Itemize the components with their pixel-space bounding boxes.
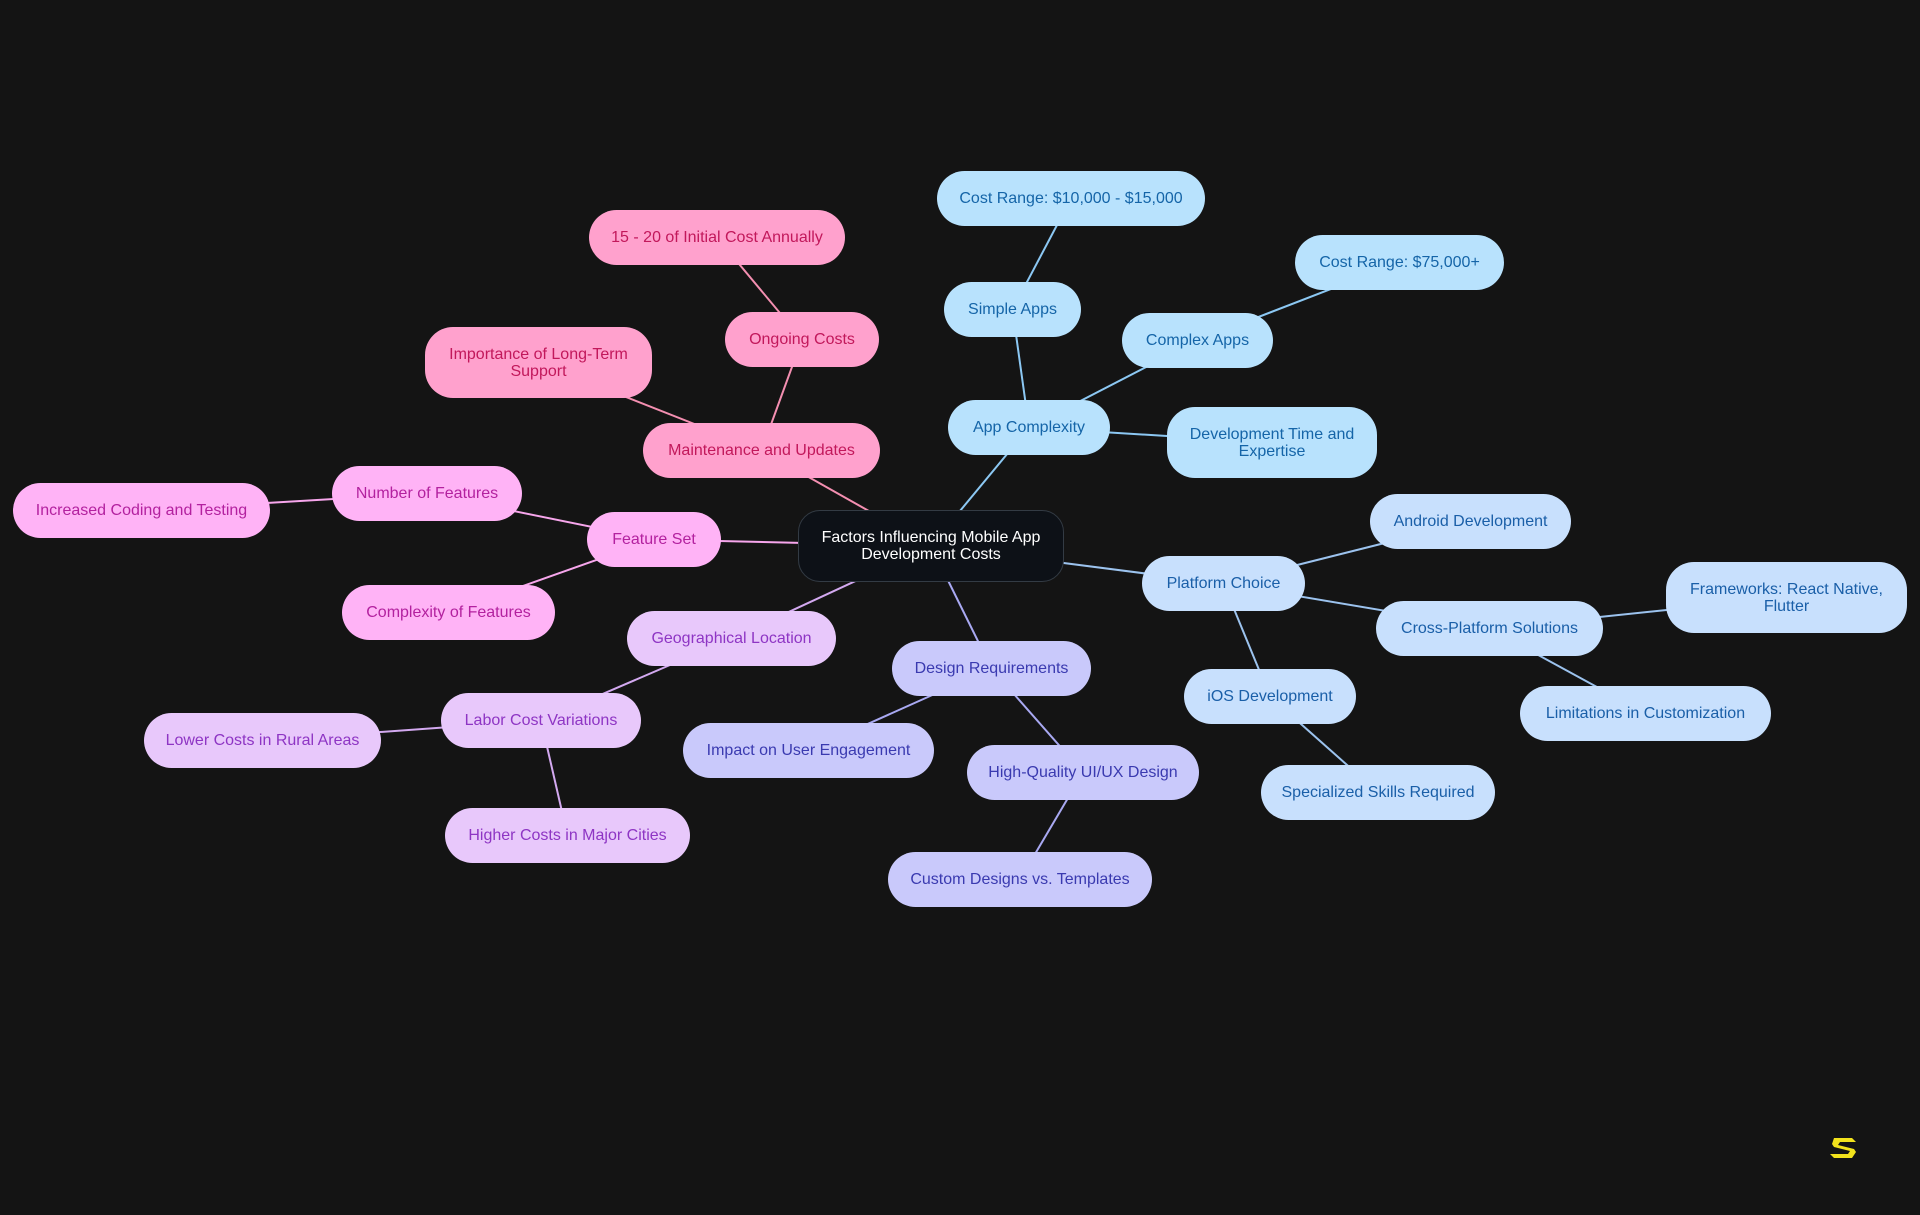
node-android: Android Development bbox=[1370, 494, 1571, 549]
node-frameworks: Frameworks: React Native, Flutter bbox=[1666, 562, 1907, 633]
node-uiux: High-Quality UI/UX Design bbox=[967, 745, 1199, 800]
node-coding-label: Increased Coding and Testing bbox=[35, 502, 248, 519]
node-limitations: Limitations in Customization bbox=[1520, 686, 1771, 741]
node-ongoing: Ongoing Costs bbox=[725, 312, 879, 367]
node-simplecost-label: Cost Range: $10,000 - $15,000 bbox=[959, 190, 1183, 207]
node-design: Design Requirements bbox=[892, 641, 1091, 696]
node-labor-label: Labor Cost Variations bbox=[464, 712, 618, 729]
node-crossplat: Cross-Platform Solutions bbox=[1376, 601, 1603, 656]
node-complexapps: Complex Apps bbox=[1122, 313, 1273, 368]
root-node: Factors Influencing Mobile App Developme… bbox=[798, 510, 1064, 582]
node-devtime-label: Development Time and Expertise bbox=[1189, 425, 1355, 460]
node-longterm-label: Importance of Long-Term Support bbox=[449, 345, 628, 380]
node-geo: Geographical Location bbox=[627, 611, 836, 666]
node-coding: Increased Coding and Testing bbox=[13, 483, 270, 538]
node-numfeat-label: Number of Features bbox=[355, 485, 499, 502]
node-feature: Feature Set bbox=[587, 512, 721, 567]
node-cities-label: Higher Costs in Major Cities bbox=[468, 827, 667, 844]
root-node-label: Factors Influencing Mobile App Developme… bbox=[821, 529, 1041, 563]
node-skills-label: Specialized Skills Required bbox=[1281, 784, 1475, 801]
node-frameworks-label: Frameworks: React Native, Flutter bbox=[1690, 580, 1883, 615]
node-pct: 15 - 20 of Initial Cost Annually bbox=[589, 210, 845, 265]
node-engagement: Impact on User Engagement bbox=[683, 723, 934, 778]
node-cities: Higher Costs in Major Cities bbox=[445, 808, 690, 863]
node-complexity-label: App Complexity bbox=[972, 419, 1086, 436]
node-complexity: App Complexity bbox=[948, 400, 1110, 455]
node-platform-label: Platform Choice bbox=[1166, 575, 1281, 592]
node-longterm: Importance of Long-Term Support bbox=[425, 327, 652, 398]
node-complexfeat: Complexity of Features bbox=[342, 585, 555, 640]
brand-logo-icon bbox=[1830, 1138, 1856, 1158]
node-numfeat: Number of Features bbox=[332, 466, 522, 521]
node-ios-label: iOS Development bbox=[1207, 688, 1333, 705]
node-custom-label: Custom Designs vs. Templates bbox=[910, 871, 1130, 888]
node-geo-label: Geographical Location bbox=[651, 630, 812, 647]
node-rural-label: Lower Costs in Rural Areas bbox=[165, 732, 360, 749]
node-crossplat-label: Cross-Platform Solutions bbox=[1401, 620, 1578, 637]
node-maintenance-label: Maintenance and Updates bbox=[668, 442, 855, 459]
node-ongoing-label: Ongoing Costs bbox=[749, 331, 855, 348]
node-complexcost-label: Cost Range: $75,000+ bbox=[1319, 254, 1480, 271]
node-engagement-label: Impact on User Engagement bbox=[706, 742, 911, 759]
node-android-label: Android Development bbox=[1393, 513, 1548, 530]
node-simplecost: Cost Range: $10,000 - $15,000 bbox=[937, 171, 1205, 226]
node-complexfeat-label: Complexity of Features bbox=[366, 604, 531, 621]
node-complexcost: Cost Range: $75,000+ bbox=[1295, 235, 1504, 290]
node-maintenance: Maintenance and Updates bbox=[643, 423, 880, 478]
node-ios: iOS Development bbox=[1184, 669, 1356, 724]
node-custom: Custom Designs vs. Templates bbox=[888, 852, 1152, 907]
node-simple: Simple Apps bbox=[944, 282, 1081, 337]
node-skills: Specialized Skills Required bbox=[1261, 765, 1495, 820]
node-design-label: Design Requirements bbox=[914, 660, 1069, 677]
node-devtime: Development Time and Expertise bbox=[1167, 407, 1377, 478]
node-uiux-label: High-Quality UI/UX Design bbox=[988, 764, 1178, 781]
node-feature-label: Feature Set bbox=[612, 531, 696, 548]
node-rural: Lower Costs in Rural Areas bbox=[144, 713, 381, 768]
node-complexapps-label: Complex Apps bbox=[1145, 332, 1250, 349]
node-platform: Platform Choice bbox=[1142, 556, 1305, 611]
node-limitations-label: Limitations in Customization bbox=[1545, 705, 1746, 722]
node-pct-label: 15 - 20 of Initial Cost Annually bbox=[611, 229, 823, 246]
node-labor: Labor Cost Variations bbox=[441, 693, 641, 748]
node-simple-label: Simple Apps bbox=[968, 301, 1057, 318]
